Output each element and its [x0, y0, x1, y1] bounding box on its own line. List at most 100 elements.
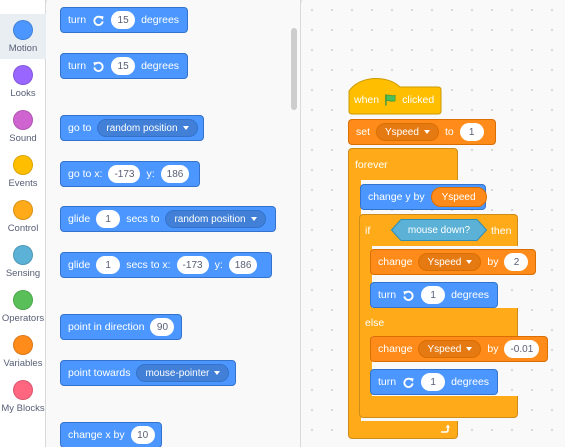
change-variable-block[interactable]: change Yspeed by -0.01 — [370, 336, 548, 362]
turn-right-block[interactable]: turn 15 degrees — [60, 7, 188, 33]
my-blocks-dot-icon — [13, 380, 33, 400]
forever-header[interactable]: forever — [348, 148, 458, 180]
secs-input[interactable]: 1 — [96, 210, 121, 228]
events-dot-icon — [13, 155, 33, 175]
block-label: go to x: — [68, 168, 103, 180]
operators-dot-icon — [13, 290, 33, 310]
else-divider[interactable]: else — [359, 308, 518, 336]
control-dot-icon — [13, 200, 33, 220]
block-label: if — [365, 225, 371, 237]
block-label: turn — [68, 14, 87, 26]
go-to-block[interactable]: go to random position — [60, 115, 204, 141]
forever-arm — [348, 179, 361, 423]
block-label: when — [354, 93, 380, 106]
block-label: else — [365, 317, 385, 329]
if-else-footer[interactable] — [359, 396, 518, 418]
x-input[interactable]: -173 — [108, 165, 141, 183]
block-label: then — [491, 225, 512, 237]
category-sensing[interactable]: Sensing — [0, 239, 46, 284]
condition-label: mouse down? — [407, 224, 471, 236]
value-input[interactable]: 2 — [504, 253, 529, 271]
dropdown-value: Yspeed — [385, 126, 419, 138]
block-label: turn — [378, 289, 397, 301]
block-label: degrees — [141, 60, 180, 72]
mouse-down-condition[interactable]: mouse down? — [391, 219, 487, 241]
rotate-left-icon — [92, 60, 105, 73]
degrees-input[interactable]: 15 — [111, 57, 136, 75]
point-in-direction-block[interactable]: point in direction 90 — [60, 314, 182, 340]
block-label: glide — [68, 259, 91, 271]
caret-down-icon — [466, 260, 473, 264]
degrees-input[interactable]: 15 — [111, 11, 136, 29]
forever-footer[interactable] — [348, 421, 458, 439]
x-change-input[interactable]: 10 — [130, 426, 155, 444]
turn-left-block[interactable]: turn 15 degrees — [60, 53, 188, 79]
direction-input[interactable]: 90 — [150, 318, 175, 336]
category-operators[interactable]: Operators — [0, 284, 46, 329]
y-input[interactable]: 186 — [228, 256, 258, 274]
dropdown-value: random position — [106, 122, 178, 134]
looks-dot-icon — [13, 65, 33, 85]
secs-input[interactable]: 1 — [96, 256, 121, 274]
block-label: degrees — [451, 376, 490, 388]
category-control[interactable]: Control — [0, 194, 46, 239]
turn-left-block[interactable]: turn 1 degrees — [370, 282, 498, 308]
block-label: y: — [146, 168, 155, 180]
y-input[interactable]: 186 — [160, 165, 190, 183]
category-label: Sensing — [5, 268, 41, 279]
block-label: change y by — [368, 191, 425, 203]
target-dropdown[interactable]: random position — [97, 119, 198, 137]
loop-arrow-icon — [438, 423, 451, 436]
target-dropdown[interactable]: mouse-pointer — [136, 364, 230, 382]
change-y-block[interactable]: change y by Yspeed — [360, 184, 487, 210]
sound-dot-icon — [13, 110, 33, 130]
dropdown-value: Yspeed — [427, 343, 462, 355]
category-sound[interactable]: Sound — [0, 104, 46, 149]
caret-down-icon — [423, 130, 430, 134]
else-arm — [359, 335, 372, 397]
block-label: set — [356, 126, 371, 138]
category-label: Operators — [1, 313, 45, 324]
dropdown-value: mouse-pointer — [145, 367, 210, 379]
block-label: clicked — [402, 93, 435, 106]
target-dropdown[interactable]: random position — [165, 210, 266, 228]
x-input[interactable]: -173 — [176, 256, 209, 274]
change-x-block[interactable]: change x by 10 — [60, 422, 162, 447]
block-label: go to — [68, 122, 92, 134]
rotate-right-icon — [402, 376, 415, 389]
category-looks[interactable]: Looks — [0, 59, 46, 104]
variable-dropdown[interactable]: Yspeed — [376, 123, 439, 141]
block-label: by — [487, 343, 499, 355]
category-my-blocks[interactable]: My Blocks — [0, 374, 46, 419]
rotate-right-icon — [92, 14, 105, 27]
category-motion[interactable]: Motion — [0, 14, 46, 59]
when-flag-clicked-block[interactable]: when clicked — [348, 73, 442, 115]
block-label: secs to — [126, 213, 160, 225]
category-label: My Blocks — [1, 403, 45, 414]
block-label: secs to x: — [126, 259, 171, 271]
go-to-xy-block[interactable]: go to x: -173 y: 186 — [60, 161, 200, 187]
variable-dropdown[interactable]: Yspeed — [418, 340, 482, 358]
category-label: Motion — [8, 43, 38, 54]
degrees-input[interactable]: 1 — [421, 373, 446, 391]
block-label: change — [378, 343, 413, 355]
category-variables[interactable]: Variables — [0, 329, 46, 374]
palette-scrollbar[interactable] — [291, 28, 297, 110]
yspeed-reporter[interactable]: Yspeed — [430, 187, 487, 207]
change-variable-block[interactable]: change Yspeed by 2 — [370, 249, 536, 275]
degrees-input[interactable]: 1 — [421, 286, 446, 304]
block-label: by — [487, 256, 499, 268]
caret-down-icon — [214, 371, 221, 375]
category-label: Variables — [3, 358, 43, 369]
value-input[interactable]: 1 — [459, 123, 484, 141]
glide-to-xy-block[interactable]: glide 1 secs to x: -173 y: 186 — [60, 252, 272, 278]
block-label: change — [378, 256, 413, 268]
block-label: y: — [214, 259, 223, 271]
point-towards-block[interactable]: point towards mouse-pointer — [60, 360, 236, 386]
turn-right-block[interactable]: turn 1 degrees — [370, 369, 498, 395]
value-input[interactable]: -0.01 — [504, 340, 540, 358]
category-events[interactable]: Events — [0, 149, 46, 194]
variable-dropdown[interactable]: Yspeed — [418, 253, 482, 271]
glide-to-block[interactable]: glide 1 secs to random position — [60, 206, 276, 232]
set-variable-block[interactable]: set Yspeed to 1 — [348, 119, 496, 145]
